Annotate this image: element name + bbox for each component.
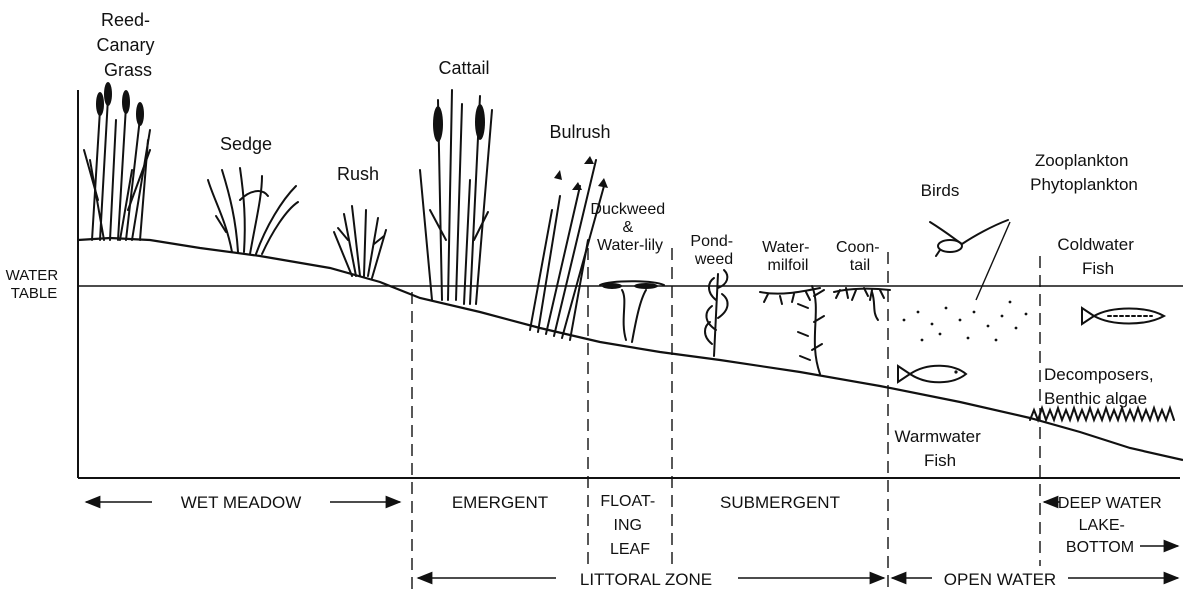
- decomposers-label: Decomposers, Benthic algae: [1044, 365, 1158, 408]
- littoral-zone-label: LITTORAL ZONE: [580, 570, 712, 589]
- bird-figure: [930, 220, 1008, 256]
- warmwater-fish-figure: [898, 366, 966, 383]
- duckweed-label: Duckweed & Water-lily: [590, 201, 669, 254]
- coontail-plant: [834, 288, 890, 320]
- emergent-label: EMERGENT: [452, 493, 548, 512]
- open-water-label: OPEN WATER: [944, 570, 1056, 589]
- plankton-pointer: [976, 222, 1010, 300]
- submergent-label: SUBMERGENT: [720, 493, 840, 512]
- coldwater-fish-figure: [1082, 308, 1164, 324]
- rush-label: Rush: [337, 164, 379, 184]
- cattail-label: Cattail: [438, 58, 489, 78]
- reed-canary-label: Reed- Canary Grass: [96, 10, 159, 80]
- bulrush-label: Bulrush: [549, 122, 610, 142]
- plankton-label: Zooplankton Phytoplankton: [1030, 151, 1138, 194]
- benthic-algae-figure: [1030, 408, 1174, 420]
- sedge-plant: [208, 168, 298, 254]
- plankton-dots: [903, 301, 1028, 342]
- water-table-label: WATER TABLE: [6, 267, 63, 302]
- coontail-label: Coon- tail: [836, 239, 884, 274]
- coldwater-fish-label: Coldwater Fish: [1057, 235, 1138, 278]
- cattail-plant: [420, 90, 492, 304]
- watermilfoil-plant: [760, 286, 824, 374]
- deep-water-label: DEEP WATER LAKE- BOTTOM: [1058, 495, 1166, 556]
- sedge-label: Sedge: [220, 134, 272, 154]
- rush-plant: [334, 206, 386, 278]
- reed-canary-grass-plant: [84, 82, 150, 240]
- wet-meadow-label: WET MEADOW: [181, 493, 302, 512]
- water-lily-plant: [600, 281, 664, 342]
- watermilfoil-label: Water- milfoil: [762, 239, 814, 274]
- birds-label: Birds: [921, 181, 960, 200]
- pondweed-plant: [705, 270, 728, 356]
- floating-leaf-label: FLOAT- ING LEAF: [600, 493, 659, 558]
- ground-profile: [78, 238, 1183, 460]
- warmwater-fish-label: Warmwater Fish: [895, 427, 986, 470]
- pondweed-label: Pond- weed: [690, 233, 737, 268]
